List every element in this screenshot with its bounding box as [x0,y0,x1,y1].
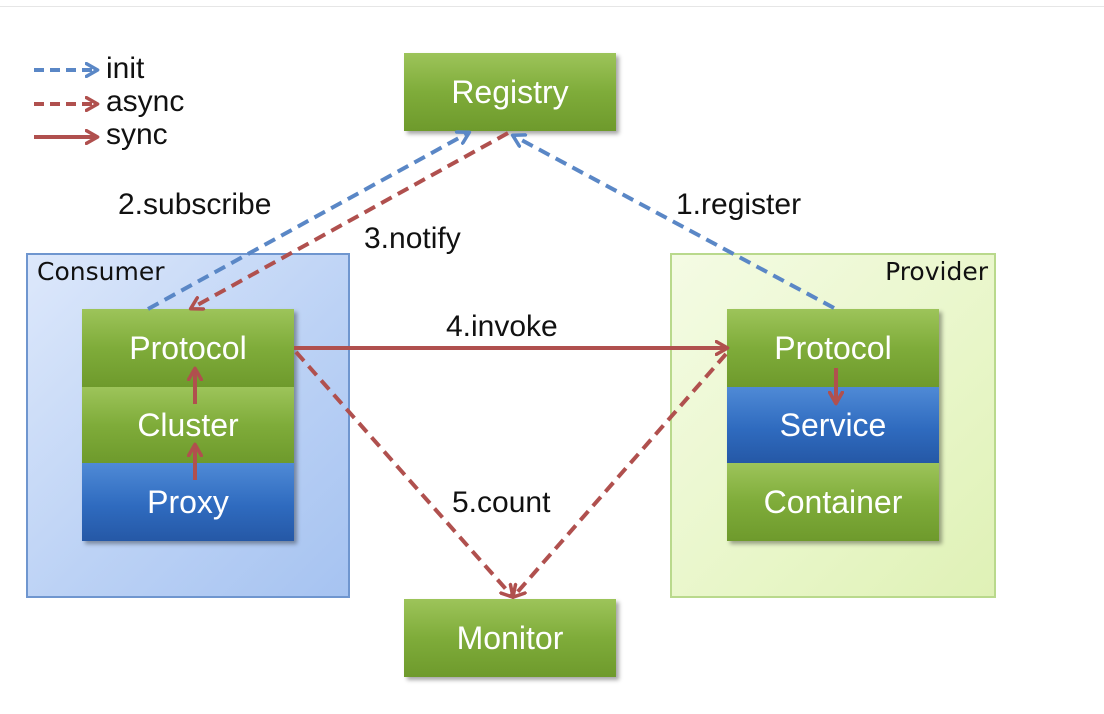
provider-protocol-label: Protocol [774,329,892,366]
edge-label-subscribe: 2.subscribe [118,188,272,221]
legend-label-sync: sync [106,118,168,151]
legend-label-init: init [106,52,145,85]
consumer-proxy-label: Proxy [147,483,229,520]
count-arrow-provider [514,352,728,596]
monitor-label: Monitor [456,619,564,656]
subscribe-arrow [147,133,468,311]
top-divider [0,6,1104,7]
notify-arrow [192,131,509,308]
consumer-proxy-layer: Proxy [82,463,294,541]
provider-title: Provider [885,257,988,286]
count-arrow-consumer [294,350,512,596]
consumer-title: Consumer [37,257,165,286]
provider-container-label: Container [763,483,903,520]
consumer-protocol-label: Protocol [129,329,247,366]
register-arrow [514,136,835,310]
edge-label-count: 5.count [452,486,551,519]
provider-container-layer: Container [727,463,939,541]
provider-protocol-layer: Protocol [727,309,939,387]
registry-label: Registry [451,73,569,110]
consumer-cluster-label: Cluster [137,406,239,443]
registry-node: Registry [404,53,616,131]
legend-label-async: async [106,85,185,118]
provider-service-label: Service [779,406,887,443]
edge-label-invoke: 4.invoke [446,310,558,343]
monitor-node: Monitor [404,599,616,677]
edge-label-notify: 3.notify [364,222,461,255]
edge-label-register: 1.register [676,188,802,221]
